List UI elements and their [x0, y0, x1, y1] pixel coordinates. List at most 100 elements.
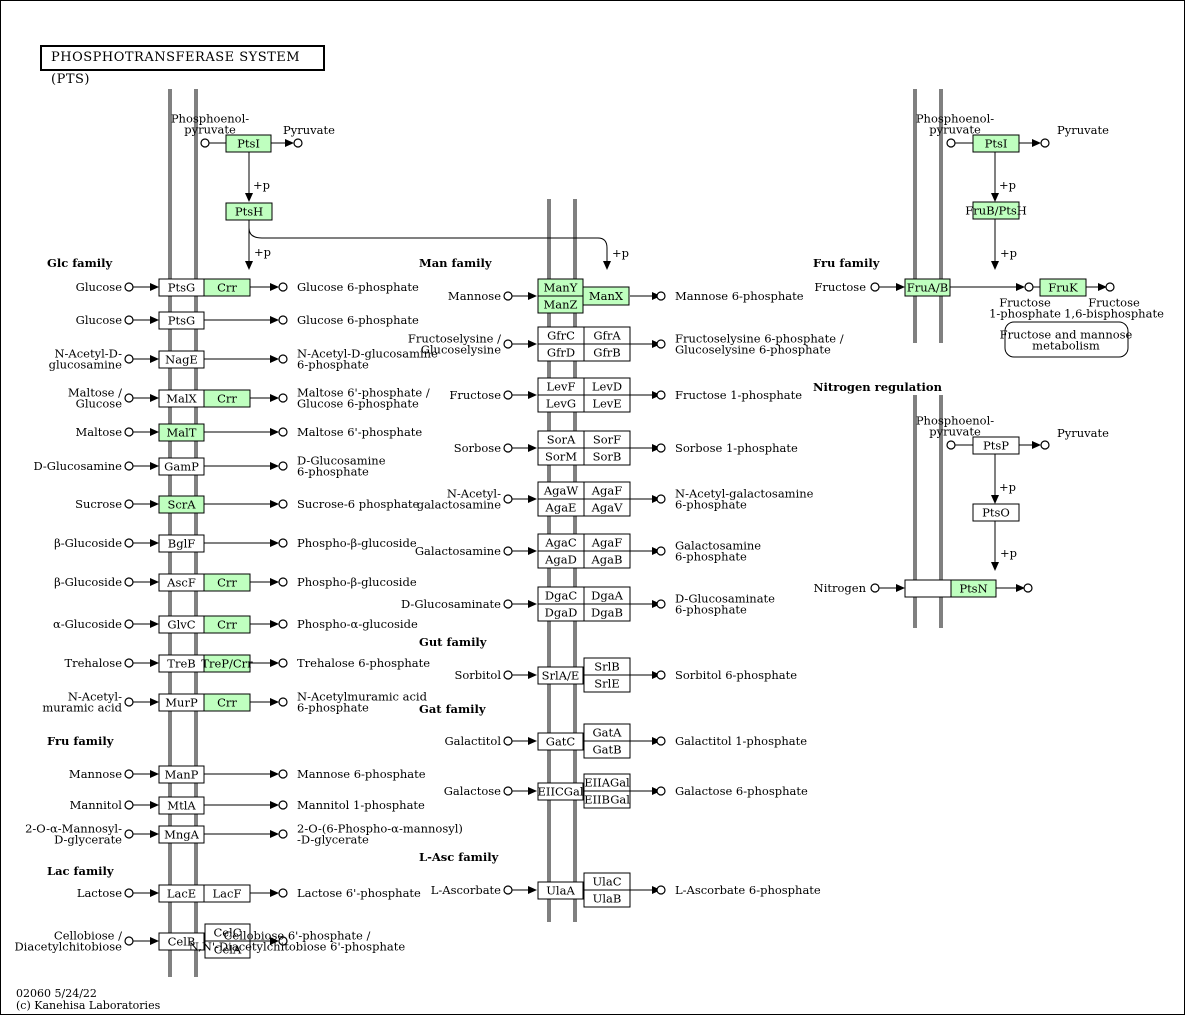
left-row-14-substrate-node[interactable]	[124, 829, 134, 839]
left-row-13-product-node[interactable]	[278, 800, 288, 810]
left-row-0-product-node[interactable]	[278, 282, 288, 292]
left-row-9-substrate-node[interactable]	[124, 619, 134, 629]
left-row-11-product-node[interactable]	[278, 697, 288, 707]
fru-right-substrate-node[interactable]	[870, 282, 880, 292]
left-row-11-in-arrow	[150, 698, 159, 706]
pep-node[interactable]	[200, 138, 210, 148]
enzyme-eiibgal-box[interactable]	[583, 790, 631, 809]
enzyme-gatb-box[interactable]	[583, 740, 631, 759]
nitrogen-substrate-node[interactable]	[870, 583, 880, 593]
enzyme-srlb-box-label: SrlB	[594, 660, 620, 674]
mid-row-2-substrate-node[interactable]	[503, 390, 513, 400]
left-row-7-substrate-node[interactable]	[124, 538, 134, 548]
mid-row-0-substrate-node[interactable]	[503, 291, 513, 301]
left-row-5-substrate-node[interactable]	[124, 461, 134, 471]
enzyme-sora-box-label: SorA	[547, 433, 576, 447]
left-row-4-product-node[interactable]	[278, 427, 288, 437]
mid-row-5-substrate-node[interactable]	[503, 546, 513, 556]
mid-row-9-product-node[interactable]	[656, 786, 666, 796]
left-row-2-product-node[interactable]	[278, 354, 288, 364]
left-row-3-substrate-node[interactable]	[124, 393, 134, 403]
fructose-1p-node[interactable]	[1024, 282, 1034, 292]
left-row-16-substrate-node[interactable]	[124, 936, 134, 946]
enzyme-gfra-box-label: GfrA	[593, 329, 621, 343]
fructose-16bp-node[interactable]	[1105, 282, 1115, 292]
mid-row-4-product-node[interactable]	[656, 494, 666, 504]
left-row-7-in-arrow	[150, 539, 159, 547]
left-row-6-substrate-node[interactable]	[124, 499, 134, 509]
mid-row-10-product-node[interactable]	[656, 885, 666, 895]
mid-row-6-substrate-node[interactable]	[503, 599, 513, 609]
enzyme-srla-e-box[interactable]	[537, 666, 584, 685]
mid-row-9-substrate-node[interactable]	[503, 786, 513, 796]
left-row-11-substrate-node[interactable]	[124, 697, 134, 707]
enzyme-gatc-box[interactable]	[537, 732, 584, 751]
mid-row-3-product-node[interactable]	[656, 443, 666, 453]
enzyme-agav-box[interactable]	[583, 498, 631, 517]
left-row-16-product-node[interactable]	[278, 936, 288, 946]
mid-row-6-product-node[interactable]	[656, 599, 666, 609]
left-row-13-substrate-node[interactable]	[124, 800, 134, 810]
mid-row-3-substrate-node[interactable]	[503, 443, 513, 453]
left-row-2-substrate-node[interactable]	[124, 354, 134, 364]
left-row-4-substrate-node[interactable]	[124, 427, 134, 437]
mid-row-10-substrate-node[interactable]	[503, 885, 513, 895]
mid-row-7-substrate-node[interactable]	[503, 670, 513, 680]
map-link-box[interactable]	[1004, 321, 1129, 358]
enzyme-sorb-box[interactable]	[583, 447, 631, 466]
mid-row-1-substrate-node[interactable]	[503, 339, 513, 349]
pyruvate-nitro-node[interactable]	[1040, 440, 1050, 450]
left-row-10-product-node[interactable]	[278, 658, 288, 668]
left-row-15-substrate-node[interactable]	[124, 888, 134, 898]
left-row-7-product-node[interactable]	[278, 538, 288, 548]
mid-row-2-product-node[interactable]	[656, 390, 666, 400]
enzyme-cela-box[interactable]	[204, 940, 251, 959]
mid-row-5-product-node[interactable]	[656, 546, 666, 556]
left-row-1-substrate-node[interactable]	[124, 315, 134, 325]
pyruvate-right-node[interactable]	[1040, 138, 1050, 148]
pep-right-node[interactable]	[946, 138, 956, 148]
nitrogen-product-node[interactable]	[1023, 583, 1033, 593]
enzyme-srle-box[interactable]	[583, 674, 631, 693]
frub-ptsh-box[interactable]	[972, 201, 1020, 220]
left-row-8-substrate-node[interactable]	[124, 577, 134, 587]
enzyme-gfrb-box[interactable]	[583, 343, 631, 362]
enzyme-eiicgal-box[interactable]	[537, 782, 584, 801]
left-row-0-substrate-node[interactable]	[124, 282, 134, 292]
left-row-10-substrate-node[interactable]	[124, 658, 134, 668]
left-row-14-in-arrow	[150, 830, 159, 838]
enzyme-agab-box[interactable]	[583, 550, 631, 569]
left-row-5-product-node[interactable]	[278, 461, 288, 471]
left-row-14-product-node[interactable]	[278, 829, 288, 839]
left-row-8-product-node[interactable]	[278, 577, 288, 587]
mid-row-8-product-node[interactable]	[656, 736, 666, 746]
pyruvate-node[interactable]	[293, 138, 303, 148]
left-row-5-in-arrow	[150, 462, 159, 470]
left-row-15-product-node[interactable]	[278, 888, 288, 898]
left-row-9-product-node[interactable]	[278, 619, 288, 629]
enzyme-malt-box-label: MalT	[167, 426, 197, 440]
mid-row-0-product-node[interactable]	[656, 291, 666, 301]
enzyme-manx-box[interactable]	[582, 286, 630, 306]
left-row-12-substrate-node[interactable]	[124, 769, 134, 779]
mid-row-7-product-node[interactable]	[656, 670, 666, 680]
mid-row-8-substrate-node[interactable]	[503, 736, 513, 746]
enzyme-dgab-box[interactable]	[583, 603, 631, 622]
enzyme-ulab-box[interactable]	[583, 889, 631, 908]
enzyme-ulaa-box[interactable]	[537, 881, 584, 900]
left-row-6-product-node[interactable]	[278, 499, 288, 509]
mid-row-1-product-node[interactable]	[656, 339, 666, 349]
enzyme-leve-box[interactable]	[583, 394, 631, 413]
nitrogen-transporter-box[interactable]	[904, 579, 952, 598]
left-row-12-product-node[interactable]	[278, 769, 288, 779]
left-row-3-product-node[interactable]	[278, 393, 288, 403]
pyruvate-right-arrow	[1032, 139, 1041, 147]
mid-row-4-substrate-node[interactable]	[503, 494, 513, 504]
enzyme-celb-box[interactable]	[158, 932, 205, 951]
mid-row-1-substrate: Fructoselysine /	[408, 332, 501, 346]
left-row-9-product: Phospho-α-glucoside	[297, 617, 418, 631]
ptso-box[interactable]	[972, 503, 1020, 522]
left-row-1-product-node[interactable]	[278, 315, 288, 325]
pep-nitro-node[interactable]	[946, 440, 956, 450]
